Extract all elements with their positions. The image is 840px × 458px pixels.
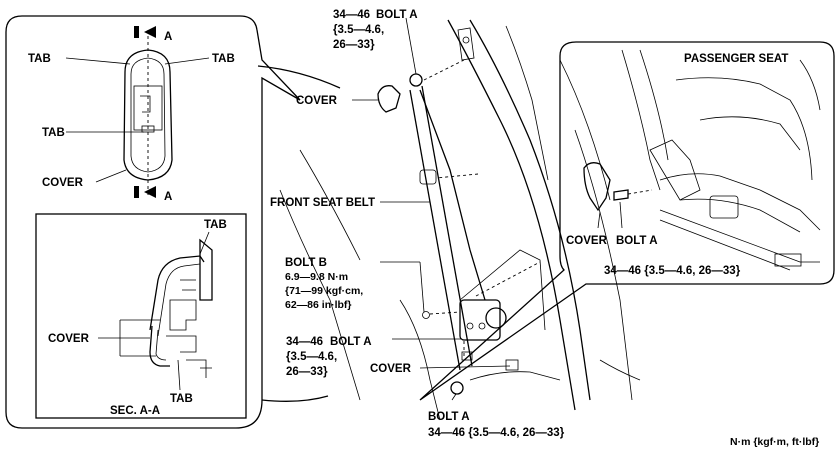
section-cover-label: COVER [48,333,90,345]
cover-top-label: COVER [296,95,338,107]
tab-left-label: TAB [28,53,51,65]
bolt-a-bottom-spec: 34—46 {3.5—4.6, 26—33} [428,427,565,439]
front-seat-belt [377,59,541,395]
section-tab-bottom-label: TAB [170,393,193,405]
cover-bottom-label: COVER [370,363,412,375]
units-note: N·m {kgf·m, ft·lbf} [730,436,819,448]
section-mark-bottom: A [164,191,172,203]
bolt-b-spec-1: 6.9—9.8 N·m [285,271,348,283]
bolt-b-spec-3: 62—86 in·lbf} [285,299,352,311]
bolt-a-top-spec-3: 26—33} [333,39,375,51]
bolt-a-mid-label: BOLT A [330,336,372,348]
section-a-a-box [35,213,247,419]
pillar-drawing [279,19,641,421]
section-arrow-top-icon [144,26,156,38]
section-arrow-bottom-icon [144,186,156,198]
section-title: SEC. A-A [110,405,160,417]
retractor [459,299,501,341]
cover-top-part [377,85,401,113]
bolt-a-bottom-label: BOLT A [428,411,470,423]
bolt-a-mid-spec-3: 26—33} [286,366,328,378]
left-detail-panel: TAB TAB TAB COVER A A TAB COVE [5,15,301,429]
bolt-a-top-spec-2: {3.5—4.6, [333,24,384,36]
passenger-seat-title: PASSENGER SEAT [684,53,788,65]
section-tab-top-label: TAB [204,219,227,231]
cover-right-part [583,162,611,212]
section-mark-top: A [164,31,172,43]
main-leaders [352,17,511,401]
bolt-b-label: BOLT B [285,257,327,269]
lower-anchor-icon [450,381,464,395]
bolt-a-right-icon [613,189,629,201]
cover-label-left: COVER [42,177,84,189]
bolt-a-top-torque: 34—46 [333,9,370,21]
right-detail-panel [419,41,835,401]
tab-mid-label: TAB [42,127,65,139]
front-seat-belt-label: FRONT SEAT BELT [270,197,375,209]
bolt-a-top-label: BOLT A [376,9,418,21]
left-callout-connector [257,65,341,89]
left-callout-connector-bottom [261,395,329,402]
tab-right-label: TAB [212,53,235,65]
bolt-a-mid-spec-2: {3.5—4.6, [286,351,337,363]
upper-anchor-icon [409,73,423,87]
cover-right-label: COVER [566,235,608,247]
bolt-a-right-spec: 34—46 {3.5—4.6, 26—33} [604,265,741,277]
cover-top-view [65,26,210,198]
bolt-a-mid-torque: 34—46 [286,336,323,348]
cover-bottom-part [505,359,519,371]
bolt-a-right-label: BOLT A [616,235,658,247]
bolt-b-spec-2: {71—99 kgf·cm, [285,285,363,297]
bolt-b-icon [422,311,430,319]
